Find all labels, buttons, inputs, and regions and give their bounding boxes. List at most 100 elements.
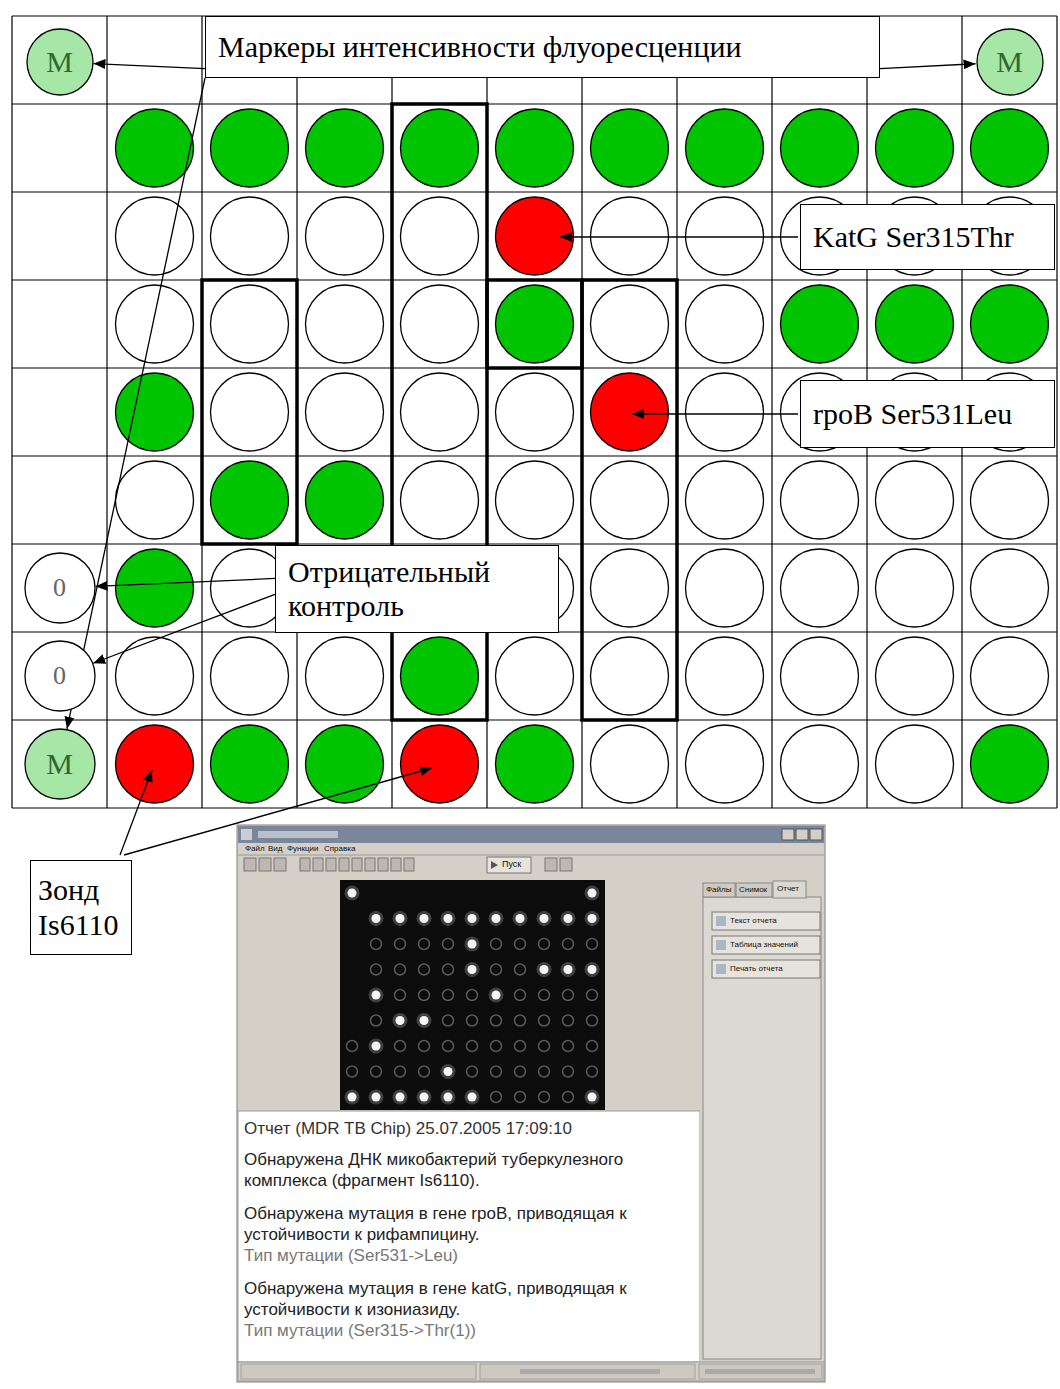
probe-spot (591, 285, 669, 363)
probe-spot (591, 549, 669, 627)
probe-spot (401, 197, 479, 275)
spot-glow (417, 911, 432, 926)
probe-spot (686, 285, 764, 363)
spot-letter: М (996, 47, 1023, 77)
tab (736, 883, 772, 897)
spot-image (587, 990, 598, 1001)
probe-spot (116, 549, 194, 627)
spot-image (588, 914, 597, 923)
spot-image (491, 1092, 502, 1103)
toolbar-icon (339, 858, 349, 871)
spot-image (539, 1015, 550, 1026)
tab-label: Отчет (777, 884, 799, 894)
status-bar (238, 1362, 824, 1381)
chip-photo-spots (345, 886, 600, 1105)
spot-image (419, 990, 430, 1001)
probe-spot (116, 725, 194, 803)
probe-spot (971, 109, 1049, 187)
probe-spot (306, 197, 384, 275)
probe-spot (306, 637, 384, 715)
probe-spot (496, 109, 574, 187)
spot-letter: М (46, 749, 73, 779)
spot-image (587, 939, 598, 950)
spot-image (467, 1066, 478, 1077)
spot-letter: 0 (53, 663, 66, 689)
report-heading: Отчет (MDR TB Chip) 25.07.2005 17:09:10 (244, 1118, 696, 1139)
callout-box: Отрицательный контроль (275, 545, 559, 633)
probe-spot (496, 373, 574, 451)
tab-label: Файлы (706, 885, 731, 895)
spot-image (515, 1066, 526, 1077)
spot-image (491, 939, 502, 950)
spot-glow (585, 962, 600, 977)
spot-glow (369, 911, 384, 926)
spot-image (419, 964, 430, 975)
spot-image (395, 1041, 406, 1052)
probe-spot (971, 549, 1049, 627)
probe-spot (401, 109, 479, 187)
title-bar (238, 826, 824, 843)
spot-image (492, 991, 501, 1000)
spot-image (587, 1066, 598, 1077)
probe-spot (211, 637, 289, 715)
spot-image (563, 1092, 574, 1103)
spot-image (395, 964, 406, 975)
callout-box: Зонд Is6110 (30, 860, 132, 955)
spot-glow (561, 911, 576, 926)
toolbar-icon (391, 858, 401, 871)
probe-spot (876, 461, 954, 539)
spot-image (372, 1042, 381, 1051)
grid-line (771, 16, 772, 808)
probe-spot (591, 461, 669, 539)
spot-image (516, 914, 525, 923)
leader-line (632, 413, 798, 414)
callout-text: Маркеры интенсивности флуоресценции (218, 30, 742, 65)
probe-spot (781, 549, 859, 627)
spot-image (563, 1041, 574, 1052)
spot-image (540, 965, 549, 974)
window-frame (237, 825, 825, 1382)
callout-text: Зонд Is6110 (38, 873, 123, 942)
probe-spot (116, 109, 194, 187)
spot-glow (345, 886, 360, 901)
spot-circle (977, 29, 1043, 95)
probe-spot (781, 285, 859, 363)
probe-spot (591, 197, 669, 275)
leader-line (560, 236, 798, 237)
button-icon (716, 916, 726, 926)
button (712, 936, 820, 954)
probe-spot (876, 725, 954, 803)
window-button (796, 829, 808, 840)
spot-glow (345, 1090, 360, 1105)
report-detail: Тип мутации (Ser315->Thr(1)) (244, 1320, 696, 1341)
control-spot: 0 (24, 640, 96, 712)
spot-glow (369, 1090, 384, 1105)
leader-line (120, 770, 152, 855)
probe-spot (876, 285, 954, 363)
spot-image (588, 965, 597, 974)
menu-item: Файл (245, 844, 265, 854)
spot-image (539, 1092, 550, 1103)
spot-image (443, 939, 454, 950)
spot-image (587, 1041, 598, 1052)
spot-image (395, 990, 406, 1001)
spot-glow (441, 1064, 456, 1079)
spot-image (467, 990, 478, 1001)
probe-spot (116, 461, 194, 539)
spot-image (563, 1015, 574, 1026)
probe-spot (591, 109, 669, 187)
spot-glow (513, 911, 528, 926)
blurred-status (705, 1369, 815, 1374)
callout-text: rpoB Ser531Leu (813, 397, 1012, 432)
spot-image (347, 1041, 358, 1052)
grid-line (12, 807, 1057, 808)
spot-image (563, 1066, 574, 1077)
spot-image (468, 1093, 477, 1102)
probe-spot (306, 285, 384, 363)
spot-image (372, 1093, 381, 1102)
spot-image (443, 964, 454, 975)
spot-image (372, 914, 381, 923)
software-screenshot (237, 825, 825, 1382)
probe-spot (686, 109, 764, 187)
spot-glow (585, 1090, 600, 1105)
